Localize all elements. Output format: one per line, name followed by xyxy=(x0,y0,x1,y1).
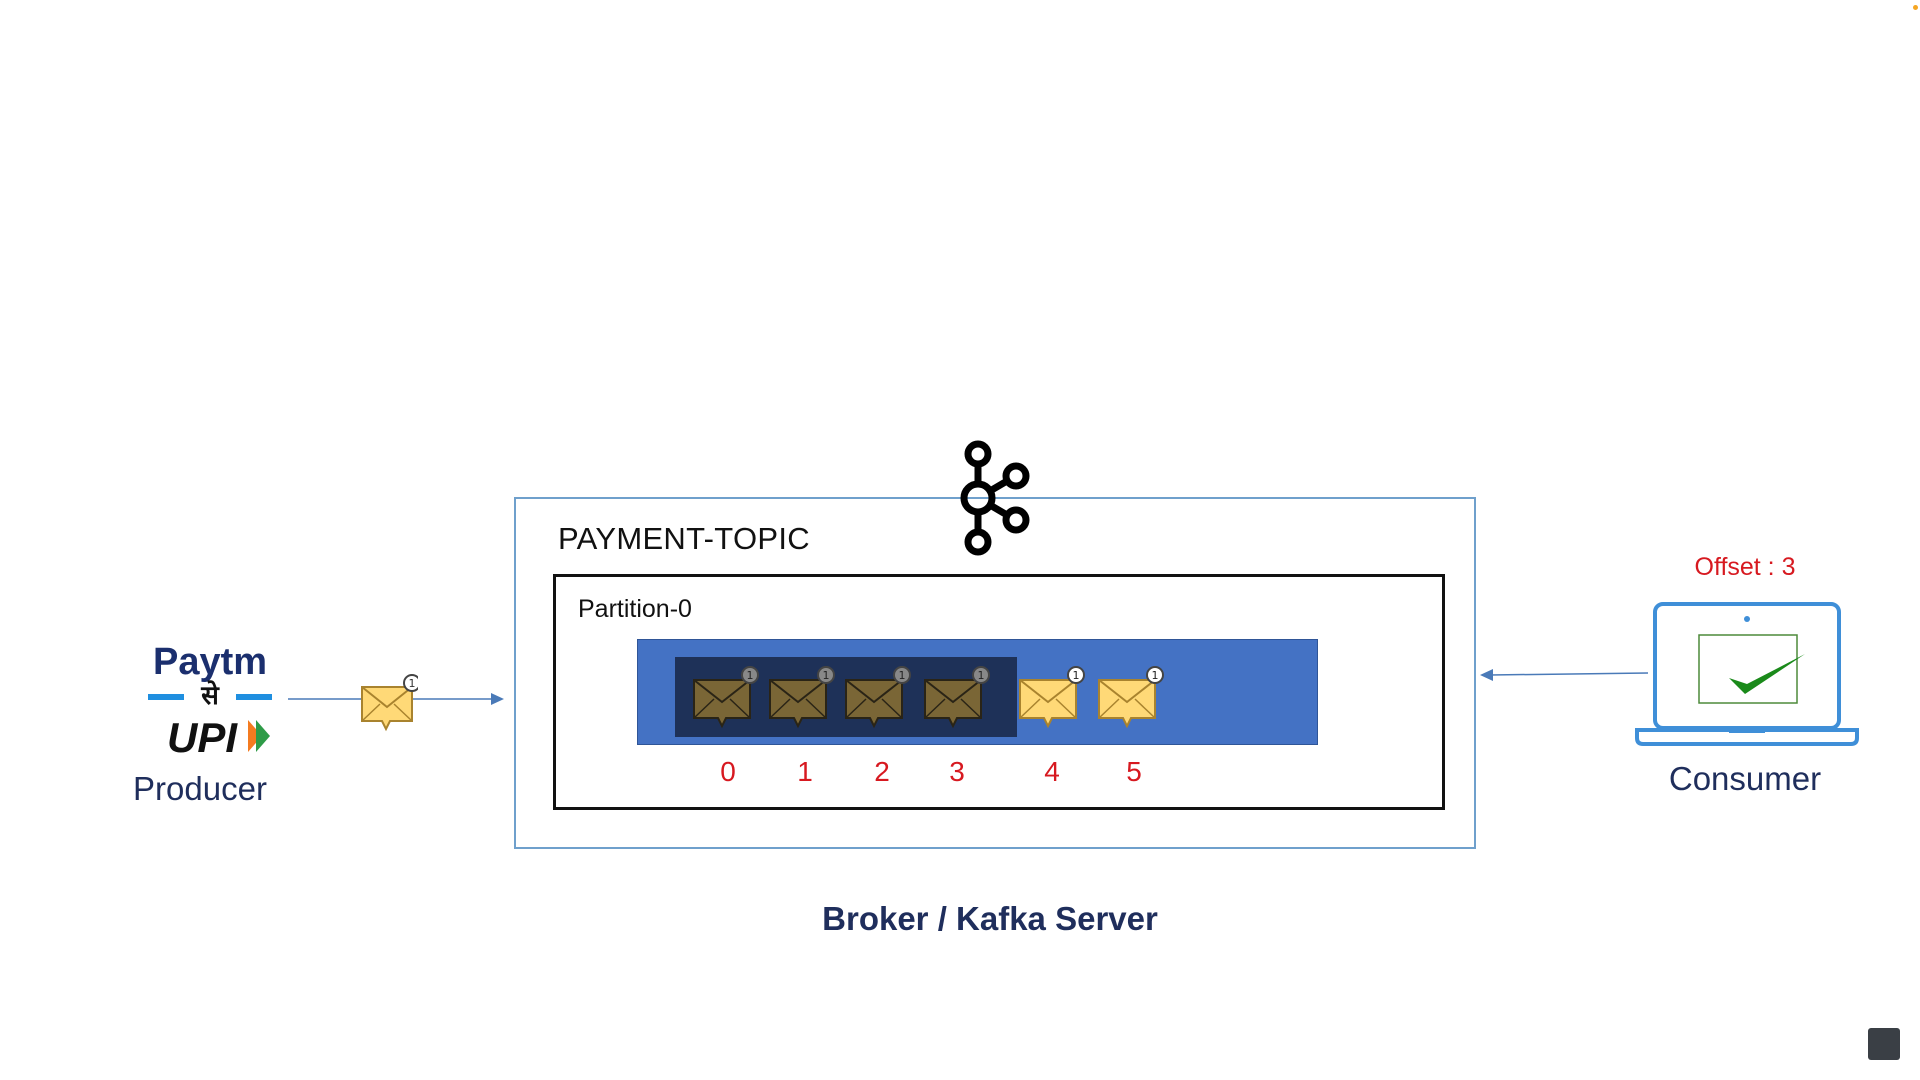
message-badge: 1 xyxy=(978,669,985,682)
producer-arrowhead xyxy=(491,693,504,705)
logo-upi-arrow-orange xyxy=(248,720,262,752)
offset-number-2: 2 xyxy=(874,756,890,787)
message-envelope-icon: 1 xyxy=(769,666,835,729)
kafka-logo-icon xyxy=(960,440,1030,556)
message-envelope-icon: 1 xyxy=(1019,666,1085,729)
logo-upi-text: UPI xyxy=(167,714,238,758)
checkmark-icon xyxy=(1729,654,1805,694)
logo-dash-left xyxy=(148,694,184,700)
indicator-dot xyxy=(1913,5,1918,10)
message-badge: 1 xyxy=(1152,669,1159,682)
logo-paytm-text: Paytm xyxy=(153,641,267,683)
consumer-arrow-line xyxy=(1489,672,1649,676)
paytm-upi-logo: Paytm से UPI xyxy=(148,641,272,758)
message-envelope-icon: 1 xyxy=(1098,666,1164,729)
logo-se-text: से xyxy=(200,680,220,711)
partition-box xyxy=(553,574,1445,810)
message-badge: 1 xyxy=(409,677,416,690)
partition-title: Partition-0 xyxy=(578,595,692,623)
offset-number-1: 1 xyxy=(797,756,813,787)
message-badge: 1 xyxy=(1073,669,1080,682)
producer-label: Producer xyxy=(133,770,267,807)
consumer-arrowhead xyxy=(1480,669,1493,681)
broker-label: Broker / Kafka Server xyxy=(822,900,1158,937)
offset-number-0: 0 xyxy=(720,756,736,787)
message-envelope-icon: 1 xyxy=(693,666,759,729)
partition-messages: 1 1 1 1 1 1 xyxy=(693,666,1164,729)
offset-number-3: 3 xyxy=(949,756,965,787)
consumer-label: Consumer xyxy=(1668,760,1822,797)
laptop-icon xyxy=(1635,602,1859,746)
offset-number-4: 4 xyxy=(1044,756,1060,787)
consumer-offset-label: Offset : 3 xyxy=(1694,553,1796,581)
message-badge: 1 xyxy=(899,669,906,682)
logo-upi-arrow-green xyxy=(256,720,270,752)
message-envelope-icon: 1 xyxy=(924,666,990,729)
message-envelope-icon: 1 xyxy=(845,666,911,729)
caption-widget-icon[interactable] xyxy=(1868,1028,1900,1060)
topic-title: PAYMENT-TOPIC xyxy=(558,521,810,556)
logo-dash-right xyxy=(236,694,272,700)
transit-message-envelope-icon: 1 xyxy=(361,674,418,732)
message-badge: 1 xyxy=(747,669,754,682)
message-badge: 1 xyxy=(823,669,830,682)
offset-number-5: 5 xyxy=(1126,756,1142,787)
